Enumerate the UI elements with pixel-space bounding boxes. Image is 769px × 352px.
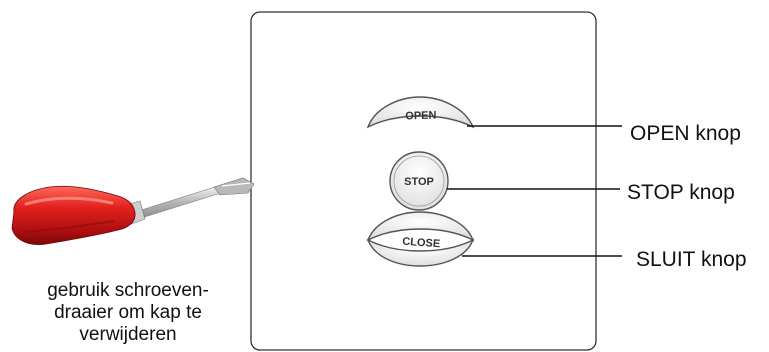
close-callout-label: SLUIT knop	[636, 248, 747, 271]
caption-line-1: gebruik schroeven-	[47, 280, 209, 301]
open-button-label: OPEN	[405, 109, 437, 122]
close-button-label: CLOSE	[402, 236, 441, 251]
open-callout-label: OPEN knop	[630, 122, 741, 145]
stop-callout-label: STOP knop	[627, 181, 735, 204]
close-button[interactable]: CLOSE	[366, 211, 475, 267]
screwdriver-icon	[11, 177, 255, 245]
stop-button[interactable]: STOP	[389, 151, 449, 211]
screwdriver-caption: gebruik schroeven- draaier om kap te ver…	[10, 280, 246, 346]
stop-button-label: STOP	[404, 176, 434, 188]
caption-line-3: verwijderen	[79, 324, 177, 345]
caption-line-2: draaier om kap te	[54, 302, 202, 323]
open-button[interactable]: OPEN	[366, 96, 475, 129]
